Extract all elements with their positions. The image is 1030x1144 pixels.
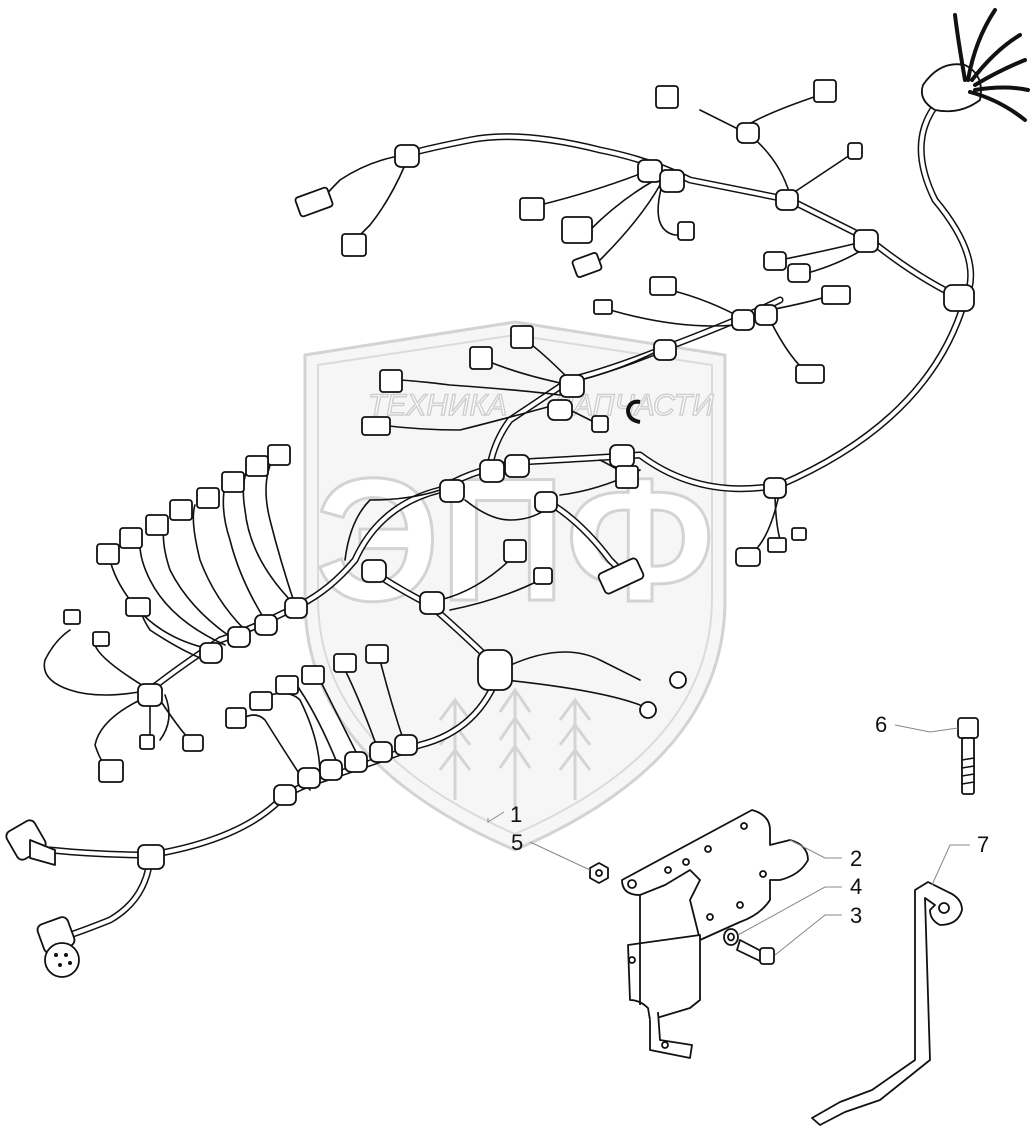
screw-part xyxy=(957,717,979,795)
callout-5: 5 xyxy=(511,830,523,855)
harness-wire-ends xyxy=(953,8,1030,122)
callout-2: 2 xyxy=(850,846,862,871)
wiring-harness xyxy=(5,8,1030,978)
watermark-logo: ТЕХНИКА ЗАПЧАСТИ ЭПФ xyxy=(303,320,727,852)
callout-4: 4 xyxy=(850,874,862,899)
washer-part xyxy=(723,928,739,946)
harness-connectors xyxy=(5,79,863,978)
round-connector-top xyxy=(5,819,56,866)
bracket-part xyxy=(621,809,809,1059)
nut-part xyxy=(589,862,609,884)
bolt-part xyxy=(736,939,775,965)
harness-junction-sleeves xyxy=(137,63,982,870)
callout-3: 3 xyxy=(850,903,862,928)
watermark-wheat xyxy=(438,687,592,810)
callout-1: 1 xyxy=(510,802,522,827)
watermark-brand-left: ТЕХНИКА xyxy=(368,389,507,422)
round-connector-bottom xyxy=(36,916,80,978)
leader-lines xyxy=(487,724,970,956)
callouts: 1 2 3 4 5 6 7 xyxy=(510,712,989,928)
callout-6: 6 xyxy=(875,712,887,737)
callout-7: 7 xyxy=(977,832,989,857)
strap-part xyxy=(811,881,963,1126)
